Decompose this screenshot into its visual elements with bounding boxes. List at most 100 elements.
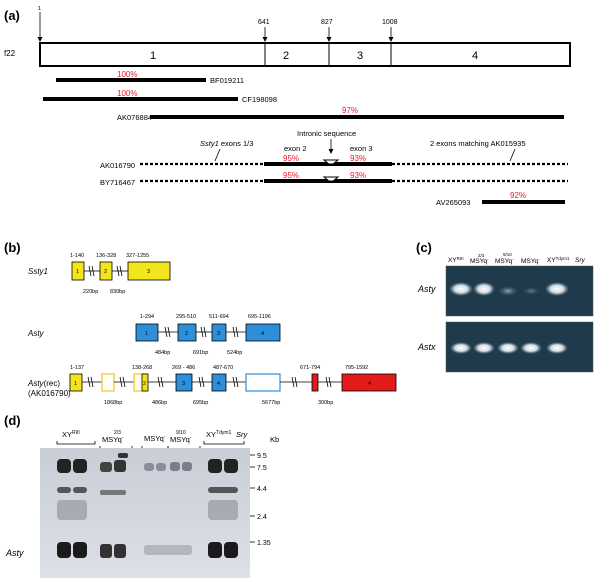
svg-text:Ssty1: Ssty1 (28, 267, 48, 276)
svg-text:1868bp: 1868bp (104, 400, 122, 406)
svg-text:MSYq-: MSYq- (470, 257, 489, 266)
svg-text:524bp: 524bp (227, 350, 242, 356)
match-bf019211: 100% BF019211 (56, 70, 244, 85)
svg-text:4: 4 (217, 381, 220, 387)
svg-text:2/3: 2/3 (478, 253, 485, 258)
svg-text:97%: 97% (342, 106, 358, 115)
svg-text:4.4: 4.4 (257, 486, 267, 493)
svg-text:1-140: 1-140 (70, 253, 84, 259)
svg-text:9/10: 9/10 (176, 430, 186, 436)
rt-pcr-gel-asty (445, 265, 594, 317)
svg-text:5677bp: 5677bp (262, 400, 280, 406)
svg-text:CF198098: CF198098 (242, 95, 277, 104)
two-exons-label: 2 exons matching AK015935 (430, 139, 526, 148)
exon-2-label: 2 (283, 50, 289, 62)
svg-text:4: 4 (261, 331, 264, 337)
rt-pcr-gel-astx (445, 321, 594, 373)
position-641: 641 (258, 19, 270, 26)
svg-text:95%: 95% (283, 171, 299, 180)
svg-text:93%: 93% (350, 171, 366, 180)
exon3-label: exon 3 (350, 144, 373, 153)
clone-label: f22 (4, 49, 16, 58)
annotations: Ssty1 exons 1/3 Intronic sequence exon 2… (200, 129, 526, 162)
svg-text:XYTdym1: XYTdym1 (547, 256, 570, 265)
svg-text:1-294: 1-294 (140, 314, 154, 320)
svg-text:XYTdym1: XYTdym1 (206, 430, 232, 439)
svg-text:695-1196: 695-1196 (248, 314, 271, 320)
svg-text:220bp: 220bp (83, 289, 98, 295)
northern-blot (40, 448, 250, 578)
match-ak016790: AK016790 95% 93% (100, 154, 568, 170)
size-marker-scale: Kb 9.5 7.5 4.4 2.4 1.35 (250, 435, 279, 547)
svg-text:2: 2 (185, 331, 188, 337)
match-cf198098: 100% CF198098 (43, 89, 277, 104)
svg-text:795-1592: 795-1592 (345, 365, 368, 371)
svg-text:MSYq-: MSYq- (495, 257, 514, 266)
svg-text:MSYq-: MSYq- (521, 257, 540, 266)
match-av265093: 92% AV265093 (436, 191, 565, 207)
exon-4-label: 4 (472, 50, 478, 62)
svg-text:Sry: Sry (575, 257, 586, 264)
svg-text:XYRIII: XYRIII (62, 430, 80, 439)
intronic-label: Intronic sequence (297, 129, 356, 138)
panel-b-label: (b) (4, 240, 21, 255)
position-1: 1 (38, 6, 41, 12)
svg-text:1: 1 (145, 331, 148, 337)
svg-text:1-137: 1-137 (70, 365, 84, 371)
svg-text:Asty: Asty (27, 329, 45, 338)
svg-text:MSYq-: MSYq- (170, 435, 192, 444)
svg-text:484bp: 484bp (155, 350, 170, 356)
svg-text:95%: 95% (283, 154, 299, 163)
rt-pcr-row-astx: Astx (417, 342, 436, 352)
svg-text:3: 3 (147, 269, 150, 275)
northern-probe-label: Asty (5, 548, 24, 558)
svg-text:AK076884: AK076884 (117, 113, 152, 122)
position-markers: 1 641 827 1008 (37, 6, 398, 42)
svg-text:Kb: Kb (270, 435, 279, 444)
rt-pcr-lane-headers: XYRIII 2/3 MSYq- 9/10 MSYq- MSYq- XYTdym… (448, 252, 586, 265)
svg-text:Asty(rec): Asty(rec) (27, 379, 60, 388)
rt-pcr-row-asty: Asty (417, 284, 436, 294)
svg-text:Sry: Sry (236, 430, 249, 439)
svg-text:327-1255: 327-1255 (126, 253, 149, 259)
exon-3-label: 3 (357, 50, 363, 62)
position-1008: 1008 (382, 19, 398, 26)
svg-text:695bp: 695bp (193, 400, 208, 406)
svg-text:9.5: 9.5 (257, 453, 267, 460)
svg-text:691bp: 691bp (193, 350, 208, 356)
svg-text:1: 1 (76, 269, 79, 275)
svg-text:MSYq-: MSYq- (144, 434, 166, 443)
svg-text:1: 1 (74, 381, 77, 387)
svg-text:AK016790: AK016790 (100, 161, 135, 170)
svg-text:2: 2 (143, 381, 146, 387)
svg-text:AV265093: AV265093 (436, 198, 470, 207)
svg-text:BY716467: BY716467 (100, 178, 135, 187)
svg-text:2: 2 (104, 269, 107, 275)
svg-text:Ssty1 exons 1/3: Ssty1 exons 1/3 (200, 139, 253, 148)
svg-text:300bp: 300bp (318, 400, 333, 406)
position-827: 827 (321, 19, 333, 26)
svg-text:4: 4 (368, 381, 371, 387)
svg-text:830bp: 830bp (110, 289, 125, 295)
svg-text:486bp: 486bp (152, 400, 167, 406)
svg-text:100%: 100% (117, 70, 137, 79)
panel-d-label: (d) (4, 413, 21, 428)
svg-text:MSYq-: MSYq- (102, 435, 124, 444)
svg-text:1.35: 1.35 (257, 540, 271, 547)
clone-f22-box: 1 2 3 4 (39, 42, 571, 67)
exon2-label: exon 2 (284, 144, 307, 153)
svg-text:295-510: 295-510 (176, 314, 196, 320)
match-by716467: BY716467 95% 93% (100, 171, 568, 187)
asty-gene-structure: Asty 1-294 295-510 511-694 695-1196 1 2 … (27, 314, 281, 356)
svg-text:487-670: 487-670 (213, 365, 233, 371)
svg-text:9/10: 9/10 (503, 252, 512, 257)
svg-text:XYRIII: XYRIII (448, 256, 464, 265)
svg-text:3: 3 (182, 381, 185, 387)
match-ak076884: AK076884 97% (117, 106, 564, 122)
svg-text:511-694: 511-694 (209, 314, 229, 320)
svg-text:BF019211: BF019211 (210, 76, 244, 85)
svg-text:671-794: 671-794 (300, 365, 320, 371)
svg-text:2.4: 2.4 (257, 514, 267, 521)
panel-c-label: (c) (416, 240, 432, 255)
